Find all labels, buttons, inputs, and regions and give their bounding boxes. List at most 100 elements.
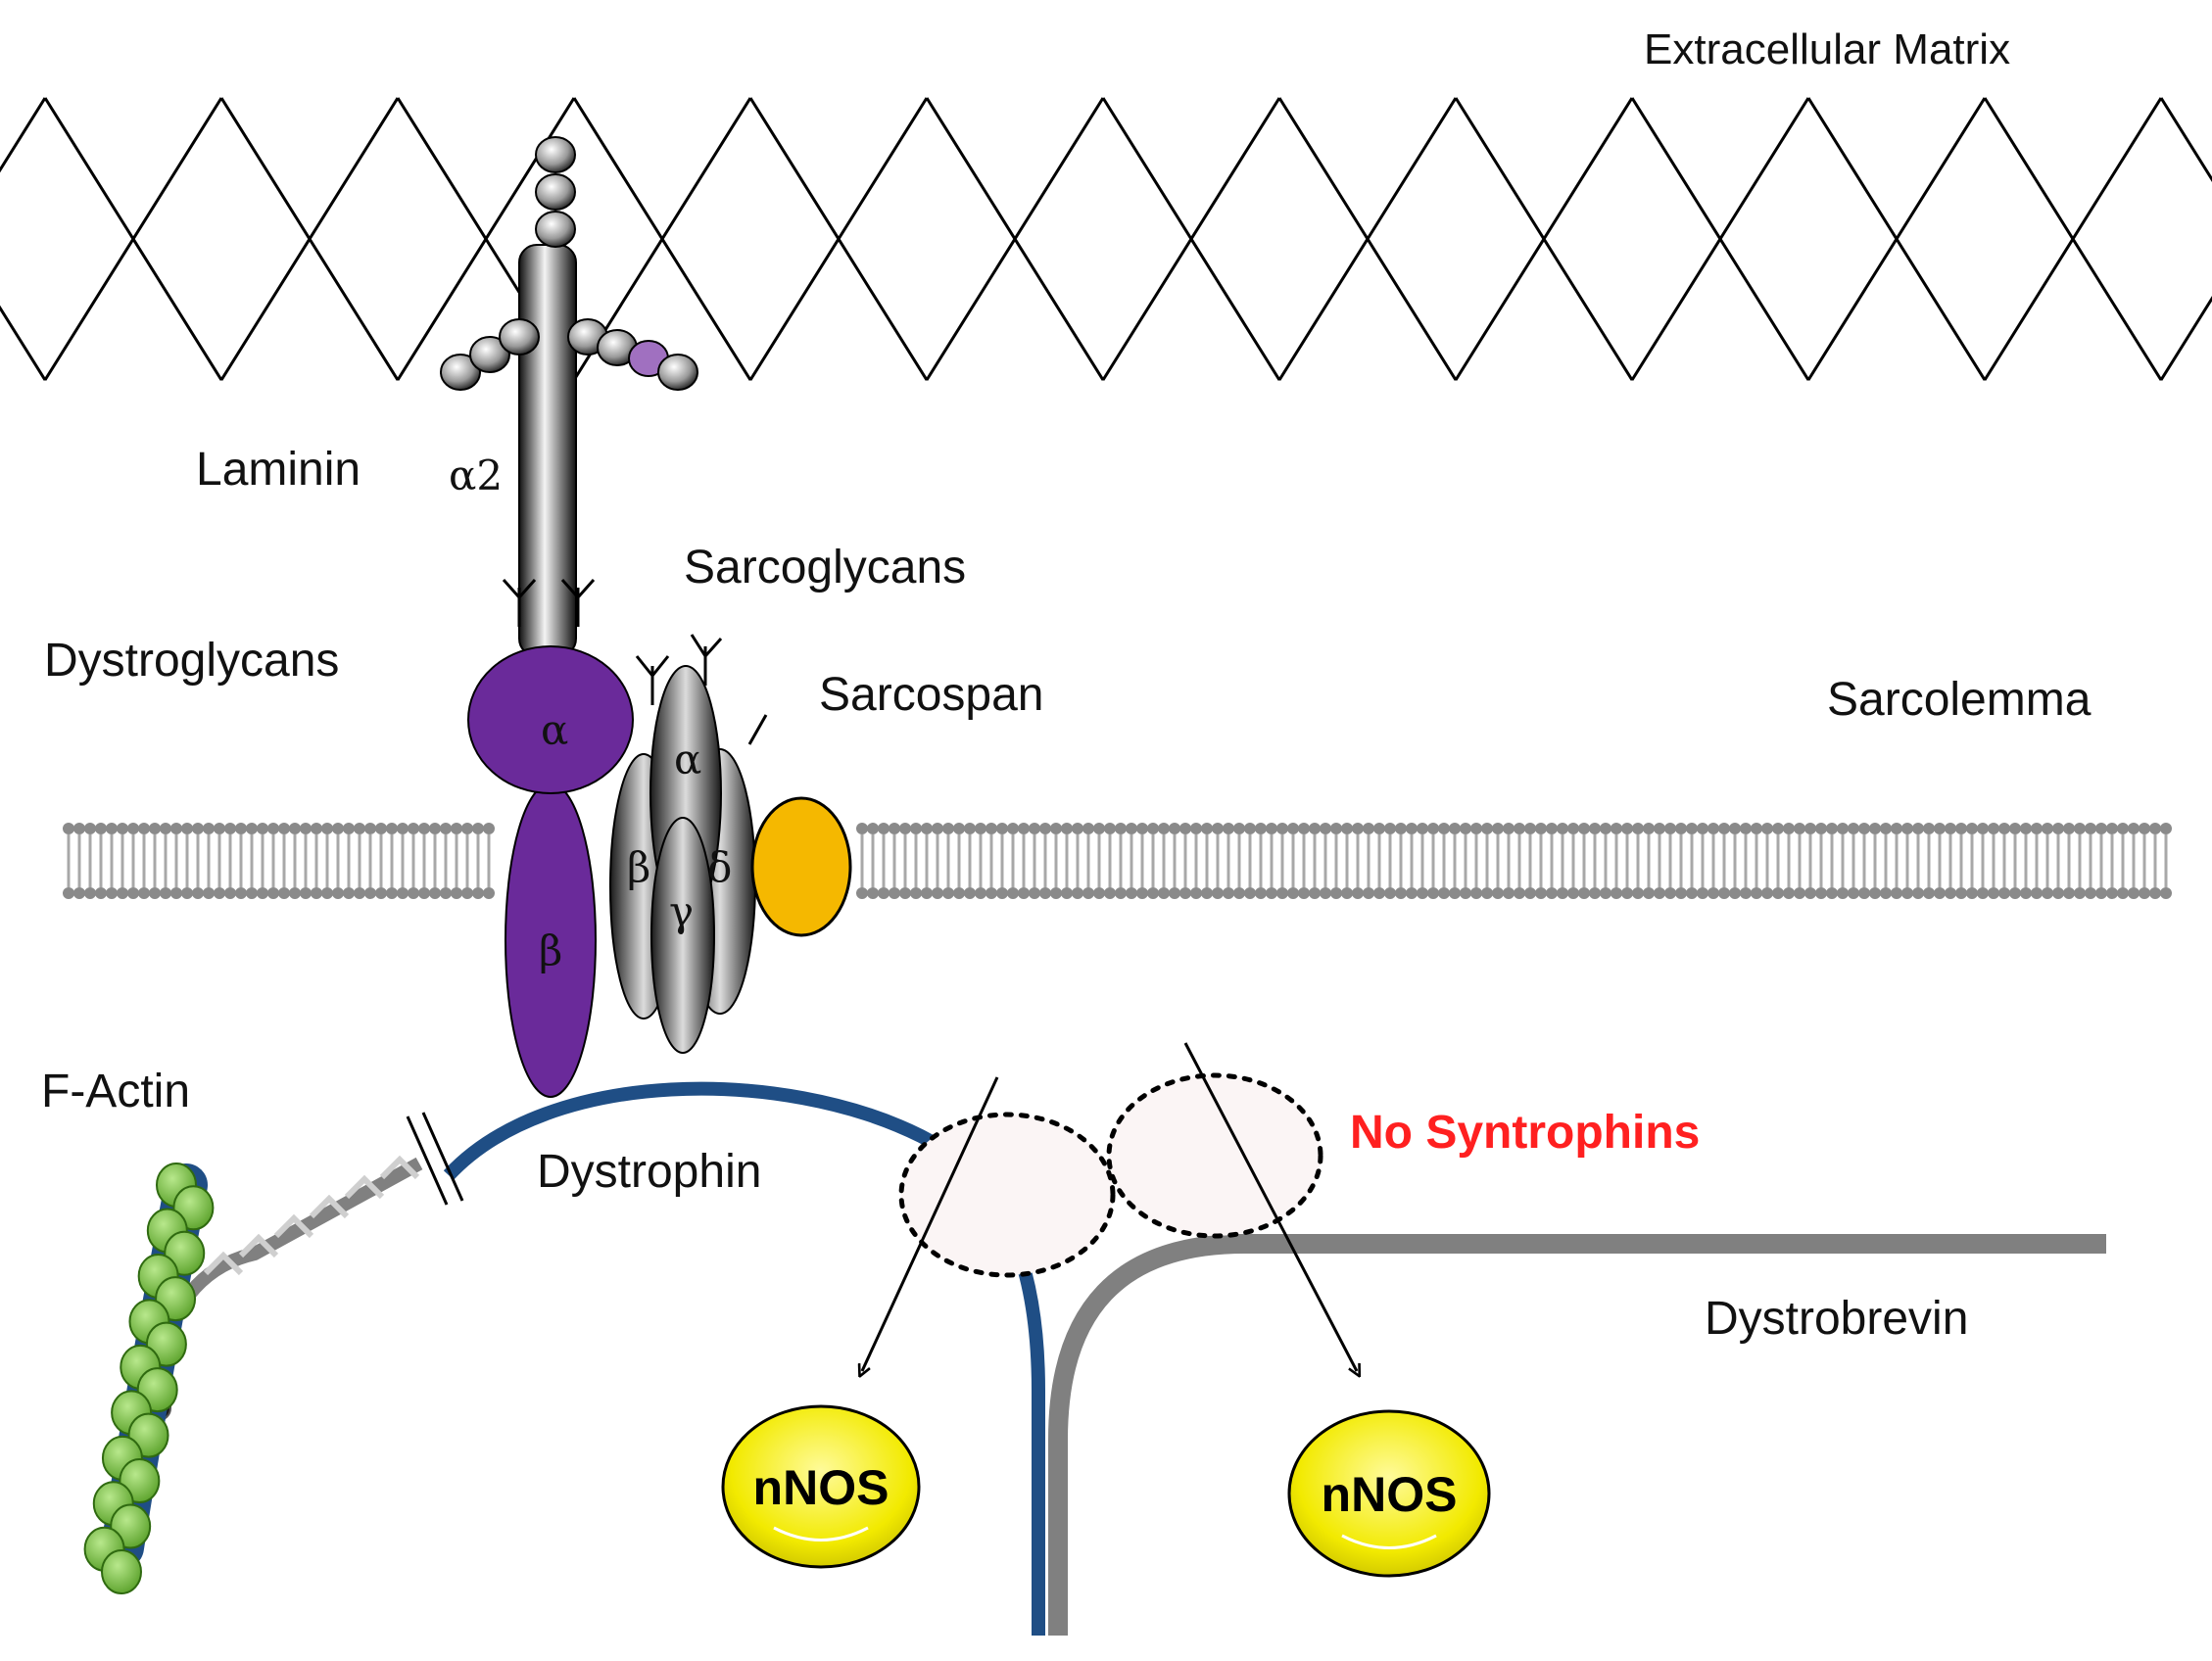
lipid-head [1567,887,1579,899]
laminin-label: Laminin [196,444,361,496]
lipid-head [300,887,312,899]
lipid-head [1287,823,1299,834]
lipid-head [84,823,96,834]
lipid-head [1007,823,1019,834]
no-syntrophins-label: No Syntrophins [1350,1107,1700,1159]
nnos-right-label: nNOS [1322,1467,1458,1522]
lipid-head [1126,823,1137,834]
lipid-head [1966,823,1978,834]
lipid-head [1934,887,1946,899]
lipid-head [867,823,879,834]
lipid-head [2031,887,2043,899]
lipid-head [1901,823,1913,834]
lipid-head [117,887,128,899]
lipid-head [1891,823,1902,834]
lipid-head [1255,823,1267,834]
lipid-head [1912,887,1924,899]
lipid-head [1470,823,1482,834]
laminin-subunit-label: α2 [449,451,503,499]
lipid-head [267,823,279,834]
lipid-head [1266,887,1277,899]
lipid-head [1061,823,1073,834]
extracellular-matrix-label: Extracellular Matrix [1644,25,2010,73]
lipid-head [1546,823,1558,834]
lipid-head [343,887,355,899]
lipid-head [2009,823,2021,834]
lipid-head [1751,887,1762,899]
arrow-to-nnos-left [862,1076,999,1371]
lipid-head [1449,823,1461,834]
lipid-head [1115,823,1127,834]
lipid-head [1567,823,1579,834]
lipid-head [910,887,922,899]
lipid-head [1815,887,1827,899]
nnos-right-icon: nNOS [1287,1409,1491,1578]
lipid-head [932,823,943,834]
lipid-head [2095,823,2107,834]
lipid-head [375,823,387,834]
lipid-head [2085,823,2096,834]
lipid-head [289,823,301,834]
lipid-head [1460,823,1471,834]
lipid-head [867,887,879,899]
lipid-head [1804,887,1816,899]
missing-syntrophin-left [898,1112,1116,1278]
lipid-head [1535,887,1547,899]
lipid-head [1923,887,1935,899]
lipid-head [1869,887,1881,899]
lipid-head [1072,823,1083,834]
lipid-head [1578,887,1590,899]
lipid-head [2106,823,2118,834]
lipid-head [1718,823,1730,834]
lipid-head [1632,887,1644,899]
lipid-head [1179,823,1191,834]
lipid-head [1438,887,1450,899]
lipid-head [192,887,204,899]
lipid-head [975,823,986,834]
lipid-head [117,823,128,834]
lipid-head [1546,887,1558,899]
lipid-head [942,823,954,834]
lipid-head [1072,887,1083,899]
lipid-head [1115,887,1127,899]
lipid-head [1891,887,1902,899]
lipid-head [1934,823,1946,834]
lipid-head [63,887,74,899]
lipid-head [246,887,258,899]
lipid-head [472,887,484,899]
lipid-head [1675,887,1687,899]
lipid-head [1395,887,1407,899]
lipid-head [1578,823,1590,834]
lipid-head [1212,887,1224,899]
lipid-head [429,887,441,899]
lipid-head [2031,823,2043,834]
lipid-head [1481,887,1493,899]
lipid-head [332,823,344,834]
lipid-head [1740,823,1752,834]
lipid-head [451,823,462,834]
gamma-sarcoglycan-label: γ [669,887,694,935]
lipid-head [1761,887,1773,899]
lipid-head [1427,887,1439,899]
lipid-head [1707,887,1719,899]
lipid-head [127,887,139,899]
lipid-head [364,823,376,834]
lipid-head [429,823,441,834]
lipid-head [1007,887,1019,899]
lipid-head [235,823,247,834]
lipid-head [1276,887,1288,899]
lipid-head [1804,823,1816,834]
lipid-head [1524,823,1536,834]
lipid-head [2149,887,2161,899]
lipid-head [1147,887,1159,899]
lipid-head [964,823,976,834]
lipid-head [1320,887,1331,899]
lipid-head [1136,887,1148,899]
lipid-head [451,887,462,899]
lipid-head [408,823,419,834]
lipid-head [170,823,182,834]
lipid-head [257,887,268,899]
lipid-head [278,887,290,899]
lipid-head [1406,823,1418,834]
lipid-head [1244,887,1256,899]
